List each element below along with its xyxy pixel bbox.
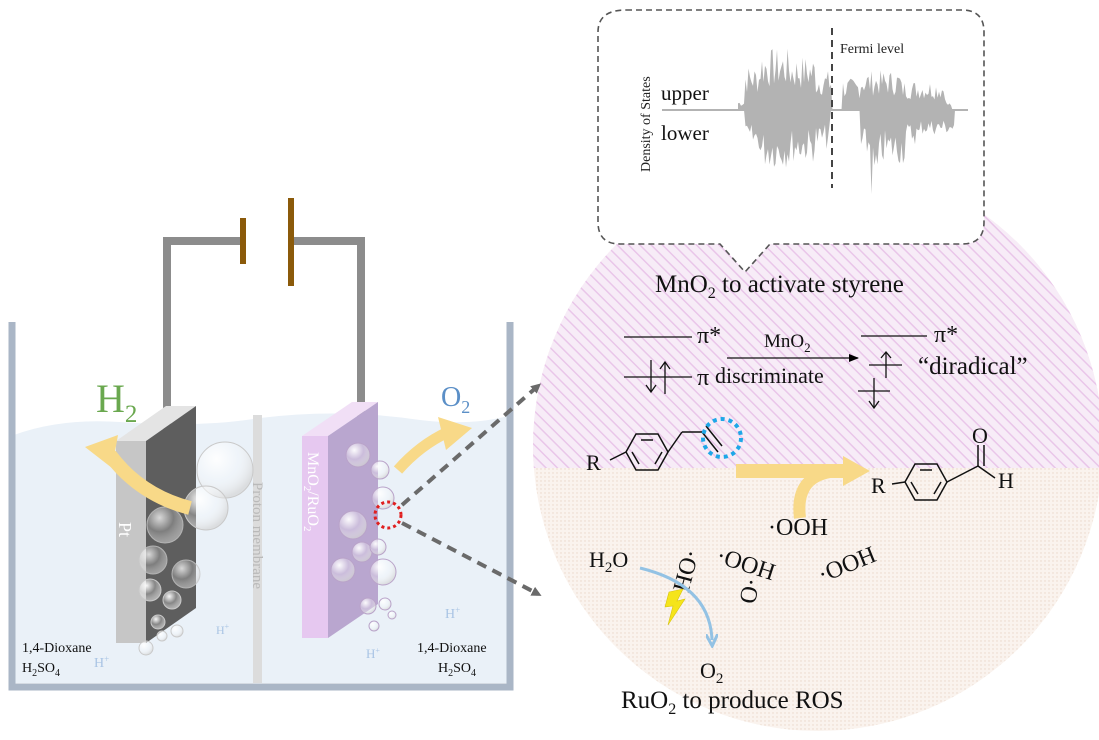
pt-label: Pt <box>115 522 135 537</box>
dos-upper-curve <box>738 48 955 110</box>
right-solution-line1: 1,4-Dioxane <box>417 641 487 656</box>
r-group-left: R <box>586 450 601 475</box>
ooh-radical-1: ·OOH <box>768 515 828 541</box>
fermi-level-label: Fermi level <box>840 42 904 57</box>
proton-3: H+ <box>445 605 460 622</box>
hydrogen-bubbles <box>138 441 254 656</box>
dos-lower-curve <box>738 110 955 195</box>
o2-release-arrow <box>393 417 472 474</box>
proton-1: H+ <box>216 622 230 637</box>
mechanism-circle <box>533 161 1099 731</box>
styrene-molecule <box>609 425 723 471</box>
proton-membrane <box>253 415 262 683</box>
orbital-diagram <box>624 335 927 410</box>
diradical-label: “diradical” <box>918 353 1028 380</box>
double-bond-highlight <box>701 417 743 459</box>
pi-star-right: π* <box>934 322 958 348</box>
proton-4: H+ <box>366 646 380 661</box>
benzaldehyde-molecule <box>891 445 996 501</box>
conversion-arrow <box>736 456 870 519</box>
dos-lower-label: lower <box>661 121 709 145</box>
dos-plot: Density of States upper lower Fermi leve… <box>639 28 968 195</box>
pi-star-left: π* <box>697 323 721 349</box>
membrane-label: Proton membrane <box>249 482 265 589</box>
proton-2: H+ <box>94 654 109 671</box>
right-solution-line2: H2SO4 <box>438 661 476 679</box>
mechanism-title: MnO2 to activate styrene <box>655 271 904 302</box>
pi-left: π <box>697 365 709 391</box>
dos-callout: Density of States upper lower Fermi leve… <box>597 9 985 274</box>
zoom-arrow-upper <box>400 383 542 507</box>
left-solution-line2: H2SO4 <box>22 661 60 679</box>
h2o-label: H2O <box>589 547 628 576</box>
wire <box>163 237 365 430</box>
zoom-arrow-lower <box>401 521 542 596</box>
arrow-top-label: MnO2 <box>764 331 811 355</box>
ruo2-caption: RuO2 to produce ROS <box>621 687 844 718</box>
h2-label: H2 <box>96 376 137 428</box>
h2-release-arrow <box>85 435 192 515</box>
left-solution-line1: 1,4-Dioxane <box>22 641 92 656</box>
anode-label: MnO2/RuO2 <box>301 452 321 531</box>
tank <box>8 322 514 691</box>
r-group-right: R <box>871 473 886 498</box>
electrolytic-cell: Proton membrane Pt MnO2/RuO2 <box>8 198 514 691</box>
dos-ylabel: Density of States <box>639 76 654 172</box>
active-site-highlight <box>373 500 403 530</box>
oxygen-bubbles <box>330 442 397 632</box>
lightning-icon <box>664 588 686 626</box>
aldehyde-h: H <box>998 468 1014 493</box>
o2-product-label: O2 <box>700 658 723 687</box>
dos-upper-label: upper <box>661 81 709 105</box>
water-oxidation-arrow <box>639 566 712 640</box>
o-radical: ·O <box>734 576 764 605</box>
carbonyl-o: O <box>972 423 988 448</box>
o2-label: O2 <box>441 382 470 417</box>
arrow-bottom-label: discriminate <box>715 363 824 388</box>
